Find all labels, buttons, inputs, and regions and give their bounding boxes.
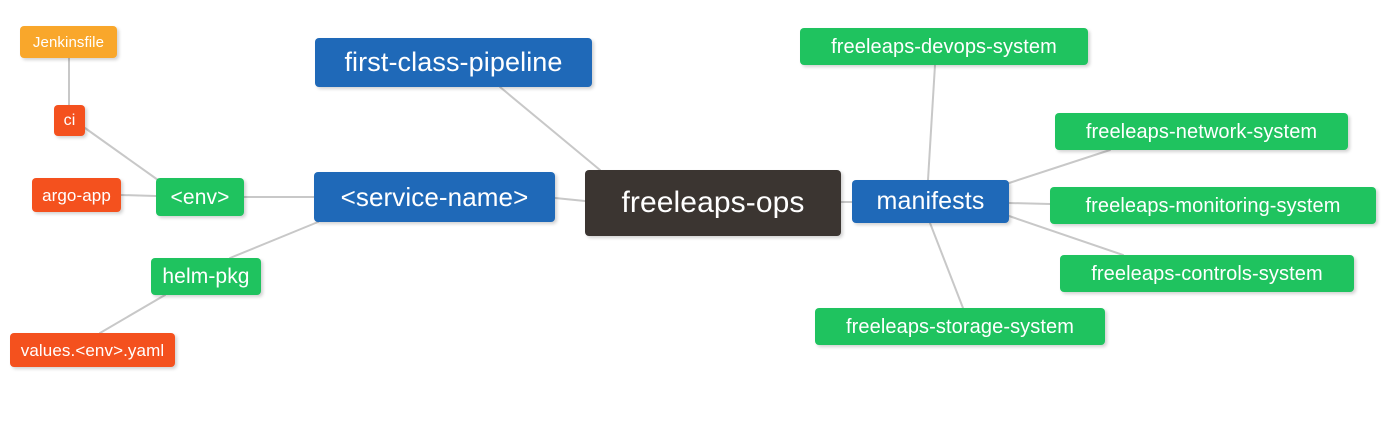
node-label: Jenkinsfile [32,33,105,51]
edge-manifests-to-freeleaps-storage-system [929,222,964,309]
node-label: freeleaps-storage-system [845,315,1075,338]
node-label: argo-app [42,185,111,205]
edge-manifests-to-freeleaps-devops-system [927,64,936,181]
edge-service-name-to-helm-pkg [229,221,319,259]
node-ci[interactable]: ci [54,105,85,136]
node-freeleaps-network-system[interactable]: freeleaps-network-system [1055,113,1348,150]
node-label: <env> [170,185,230,209]
edge-manifests-to-freeleaps-network-system [1008,149,1111,184]
node-helm-pkg[interactable]: helm-pkg [151,258,261,295]
node-service-name[interactable]: <service-name> [314,172,555,222]
node-label: first-class-pipeline [344,47,563,77]
node-first-class-pipeline[interactable]: first-class-pipeline [315,38,592,87]
node-label: freeleaps-controls-system [1091,262,1323,285]
node-label: values.<env>.yaml [20,340,165,360]
node-label: freeleaps-devops-system [831,35,1057,58]
node-env[interactable]: <env> [156,178,244,216]
edge-manifests-to-freeleaps-monitoring-system [1008,202,1051,205]
node-argo-app[interactable]: argo-app [32,178,121,212]
node-label: freeleaps-monitoring-system [1085,194,1341,217]
node-values-env-yaml[interactable]: values.<env>.yaml [10,333,175,367]
edge-first-class-pipeline-to-freeleaps-ops [499,86,601,171]
node-freeleaps-monitoring-system[interactable]: freeleaps-monitoring-system [1050,187,1376,224]
edge-helm-pkg-to-values-env-yaml [99,294,166,334]
edge-argo-app-to-env [120,194,157,197]
node-freeleaps-ops[interactable]: freeleaps-ops [585,170,841,236]
node-jenkinsfile[interactable]: Jenkinsfile [20,26,117,58]
node-label: freeleaps-network-system [1085,120,1318,143]
node-freeleaps-controls-system[interactable]: freeleaps-controls-system [1060,255,1354,292]
node-label: <service-name> [340,182,529,212]
node-freeleaps-devops-system[interactable]: freeleaps-devops-system [800,28,1088,65]
node-freeleaps-storage-system[interactable]: freeleaps-storage-system [815,308,1105,345]
node-label: manifests [876,187,985,215]
node-label: helm-pkg [162,265,250,288]
edge-service-name-to-freeleaps-ops [554,197,586,202]
edge-ci-to-env [84,127,159,181]
node-label: ci [63,111,76,129]
node-manifests[interactable]: manifests [852,180,1009,223]
node-label: freeleaps-ops [621,186,805,219]
